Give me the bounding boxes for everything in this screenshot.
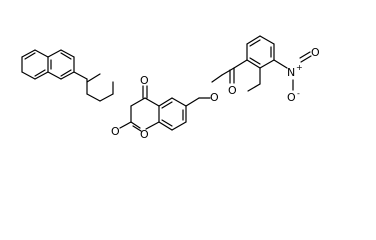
ring-oxygen-label: O <box>140 128 149 141</box>
bond-lines <box>21 35 312 132</box>
nitro-nitrogen-label: N <box>287 66 295 79</box>
chemical-structure-diagram: O O O O O N + O O - <box>21 35 320 141</box>
atom-labels: O O O O O N + O O - <box>111 46 320 141</box>
nitro-oxygen-double-label: O <box>311 46 320 59</box>
nitro-oxygen-charge-label: - <box>297 89 300 98</box>
ether-oxygen-label: O <box>111 125 120 138</box>
carbonyl-oxygen-label: O <box>228 84 237 97</box>
nitro-nitrogen-charge-label: + <box>296 63 303 72</box>
ketone-oxygen-label: O <box>140 74 149 87</box>
ester-oxygen-label: O <box>210 91 219 104</box>
nitro-oxygen-single-label: O <box>287 91 296 104</box>
